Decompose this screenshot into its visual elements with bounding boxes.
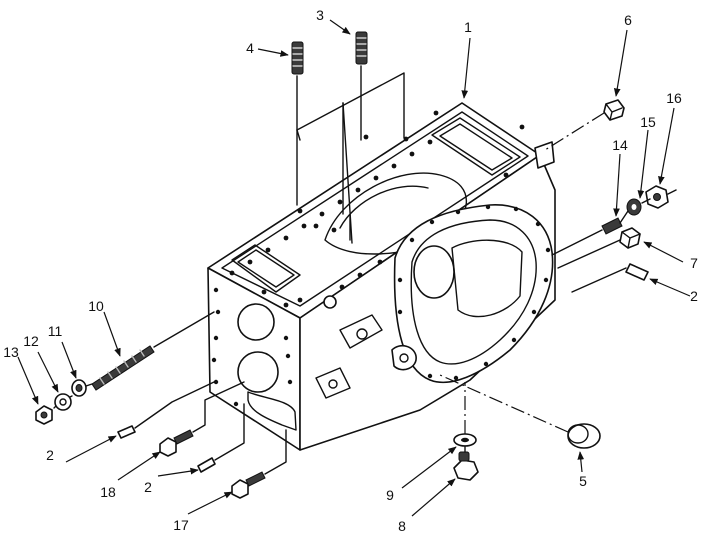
stud-4 bbox=[291, 41, 304, 75]
dowel-2-left bbox=[117, 425, 136, 439]
callout-8: 8 bbox=[398, 518, 406, 534]
bolt-7 bbox=[619, 227, 641, 249]
callout-labels: 1 2 2 2 3 4 5 6 7 8 9 10 11 12 13 14 15 … bbox=[3, 7, 698, 534]
callout-16: 16 bbox=[666, 90, 682, 106]
long-bolt-10 bbox=[91, 345, 155, 391]
washer-9 bbox=[453, 433, 477, 447]
callout-12: 12 bbox=[23, 333, 39, 349]
callout-17: 17 bbox=[173, 517, 189, 533]
lockwasher-12 bbox=[54, 393, 72, 411]
assembly-lines bbox=[53, 65, 677, 475]
drain-plug-8 bbox=[453, 451, 479, 481]
callout-13: 13 bbox=[3, 344, 19, 360]
callout-2-right: 2 bbox=[690, 288, 698, 304]
callout-15: 15 bbox=[640, 114, 656, 130]
callout-10: 10 bbox=[88, 298, 104, 314]
bolt-18 bbox=[159, 429, 194, 457]
dowel-2-bottom bbox=[197, 457, 216, 473]
plug-5 bbox=[567, 423, 601, 449]
callout-6: 6 bbox=[624, 12, 632, 28]
stud-3 bbox=[355, 31, 368, 65]
callout-14: 14 bbox=[612, 137, 628, 153]
callout-18: 18 bbox=[100, 484, 116, 500]
nut-16 bbox=[645, 185, 669, 209]
callout-5: 5 bbox=[579, 473, 587, 489]
transmission-housing bbox=[207, 102, 556, 451]
plug-6 bbox=[603, 99, 625, 121]
callout-2-left: 2 bbox=[46, 447, 54, 463]
callout-7: 7 bbox=[690, 255, 698, 271]
callout-9: 9 bbox=[386, 487, 394, 503]
callout-3: 3 bbox=[316, 7, 324, 23]
callout-2-bottom: 2 bbox=[144, 479, 152, 495]
bolt-17 bbox=[231, 471, 266, 499]
washer-11 bbox=[71, 379, 87, 397]
nut-13 bbox=[35, 405, 53, 425]
washer-15 bbox=[626, 198, 642, 216]
dowel-2-right bbox=[625, 263, 649, 281]
stud-14 bbox=[601, 217, 623, 235]
callout-11: 11 bbox=[48, 323, 63, 339]
callout-1: 1 bbox=[464, 19, 472, 35]
leader-lines bbox=[17, 19, 691, 517]
callout-4: 4 bbox=[246, 40, 254, 56]
